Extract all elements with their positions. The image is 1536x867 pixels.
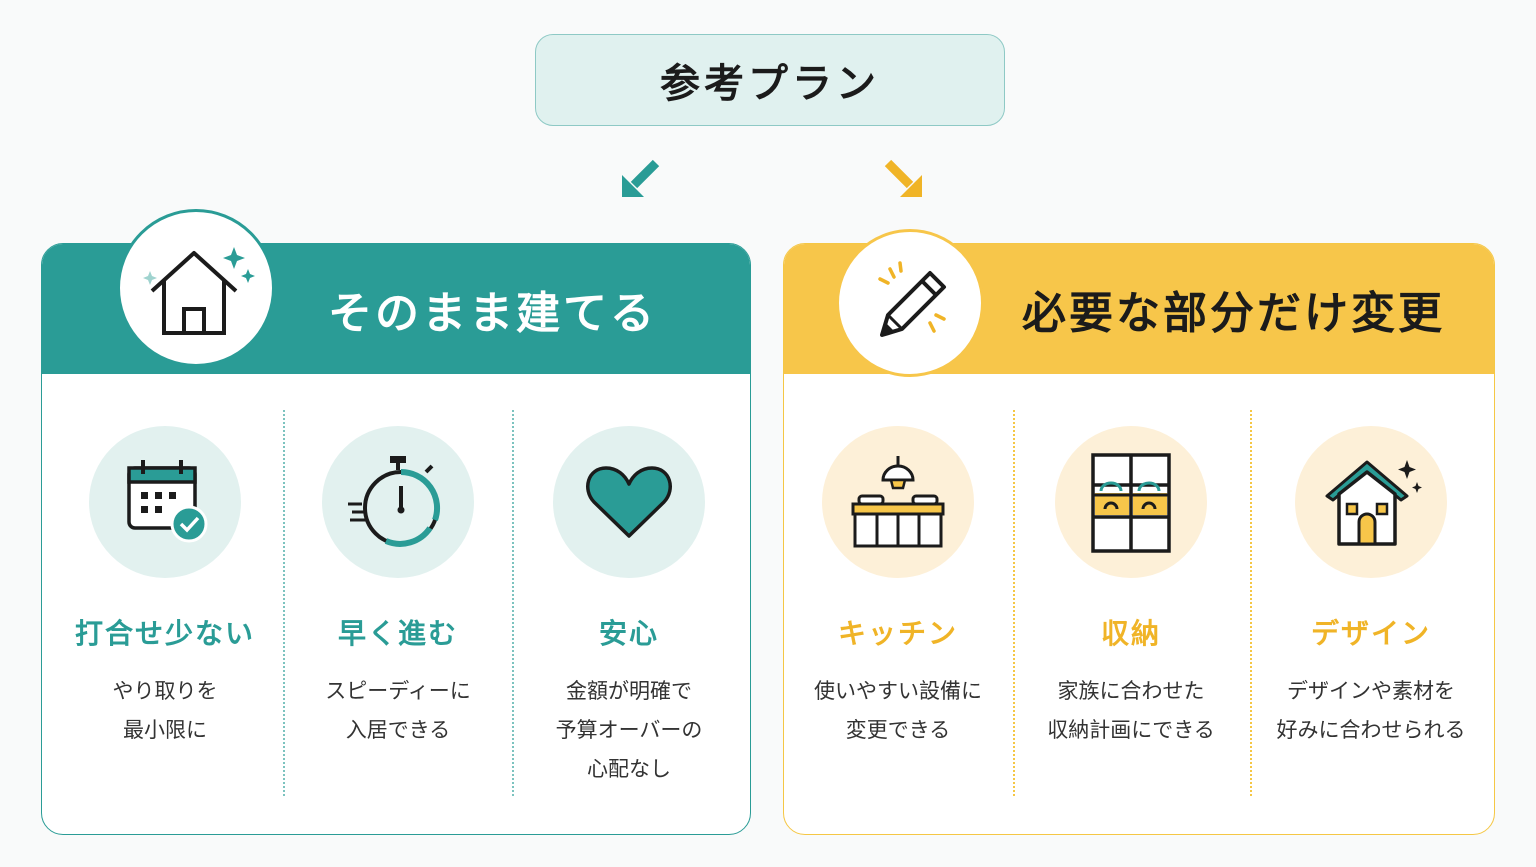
column-divider: [283, 410, 285, 796]
feature-fast-progress: 早く進む スピーディーに 入居できる: [283, 410, 513, 750]
feature-title: 収納: [1100, 617, 1161, 650]
column-divider: [1250, 410, 1252, 796]
feature-description: スピーディーに 入居できる: [283, 672, 513, 750]
feature-description: やり取りを 最小限に: [50, 672, 280, 750]
stopwatch-icon: [322, 426, 474, 578]
as-is-plan-title: そのまま建てる: [328, 288, 657, 339]
feature-storage: 収納 家族に合わせた 収納計画にできる: [1016, 410, 1246, 750]
plan-header-box: 参考プラン: [535, 34, 1005, 126]
arrow-down-right-icon: [884, 159, 922, 197]
feature-design: デザイン デザインや素材を 好みに合わせられる: [1256, 410, 1486, 750]
desc-line: 収納計画にできる: [1047, 718, 1215, 742]
house-design-icon: [1295, 426, 1447, 578]
pencil-icon: [836, 229, 984, 377]
arrow-down-left-icon: [622, 159, 660, 197]
desc-line: 使いやすい設備に: [814, 679, 982, 703]
partial-change-title: 必要な部分だけ変更: [1022, 288, 1445, 339]
desc-line: 変更できる: [845, 718, 951, 742]
feature-fewer-meetings: 打合せ少ない やり取りを 最小限に: [50, 410, 280, 750]
desc-line: やり取りを: [112, 679, 218, 703]
feature-title: 早く進む: [337, 617, 458, 650]
desc-line: 最小限に: [123, 718, 207, 742]
desc-line: 予算オーバーの: [555, 718, 703, 742]
feature-title: 安心: [598, 617, 659, 650]
desc-line: 好みに合わせられる: [1276, 718, 1466, 742]
heart-icon: [553, 426, 705, 578]
feature-title: デザイン: [1310, 617, 1431, 650]
feature-description: 金額が明確で 予算オーバーの 心配なし: [514, 672, 744, 789]
column-divider: [1013, 410, 1015, 796]
calendar-check-icon: [89, 426, 241, 578]
house-sparkle-icon: [117, 209, 275, 367]
column-divider: [512, 410, 514, 796]
desc-line: 入居できる: [345, 718, 451, 742]
feature-kitchen: キッチン 使いやすい設備に 変更できる: [783, 410, 1013, 750]
kitchen-icon: [822, 426, 974, 578]
feature-title: キッチン: [837, 617, 958, 650]
desc-line: 金額が明確で: [566, 679, 692, 703]
feature-description: デザインや素材を 好みに合わせられる: [1256, 672, 1486, 750]
desc-line: 家族に合わせた: [1057, 679, 1205, 703]
desc-line: デザインや素材を: [1287, 679, 1455, 703]
desc-line: スピーディーに: [325, 679, 471, 703]
desc-line: 心配なし: [587, 757, 671, 781]
storage-closet-icon: [1055, 426, 1207, 578]
feature-description: 使いやすい設備に 変更できる: [783, 672, 1013, 750]
feature-description: 家族に合わせた 収納計画にできる: [1016, 672, 1246, 750]
feature-title: 打合せ少ない: [74, 617, 255, 650]
feature-peace-of-mind: 安心 金額が明確で 予算オーバーの 心配なし: [514, 410, 744, 789]
plan-header-title: 参考プラン: [660, 61, 880, 107]
